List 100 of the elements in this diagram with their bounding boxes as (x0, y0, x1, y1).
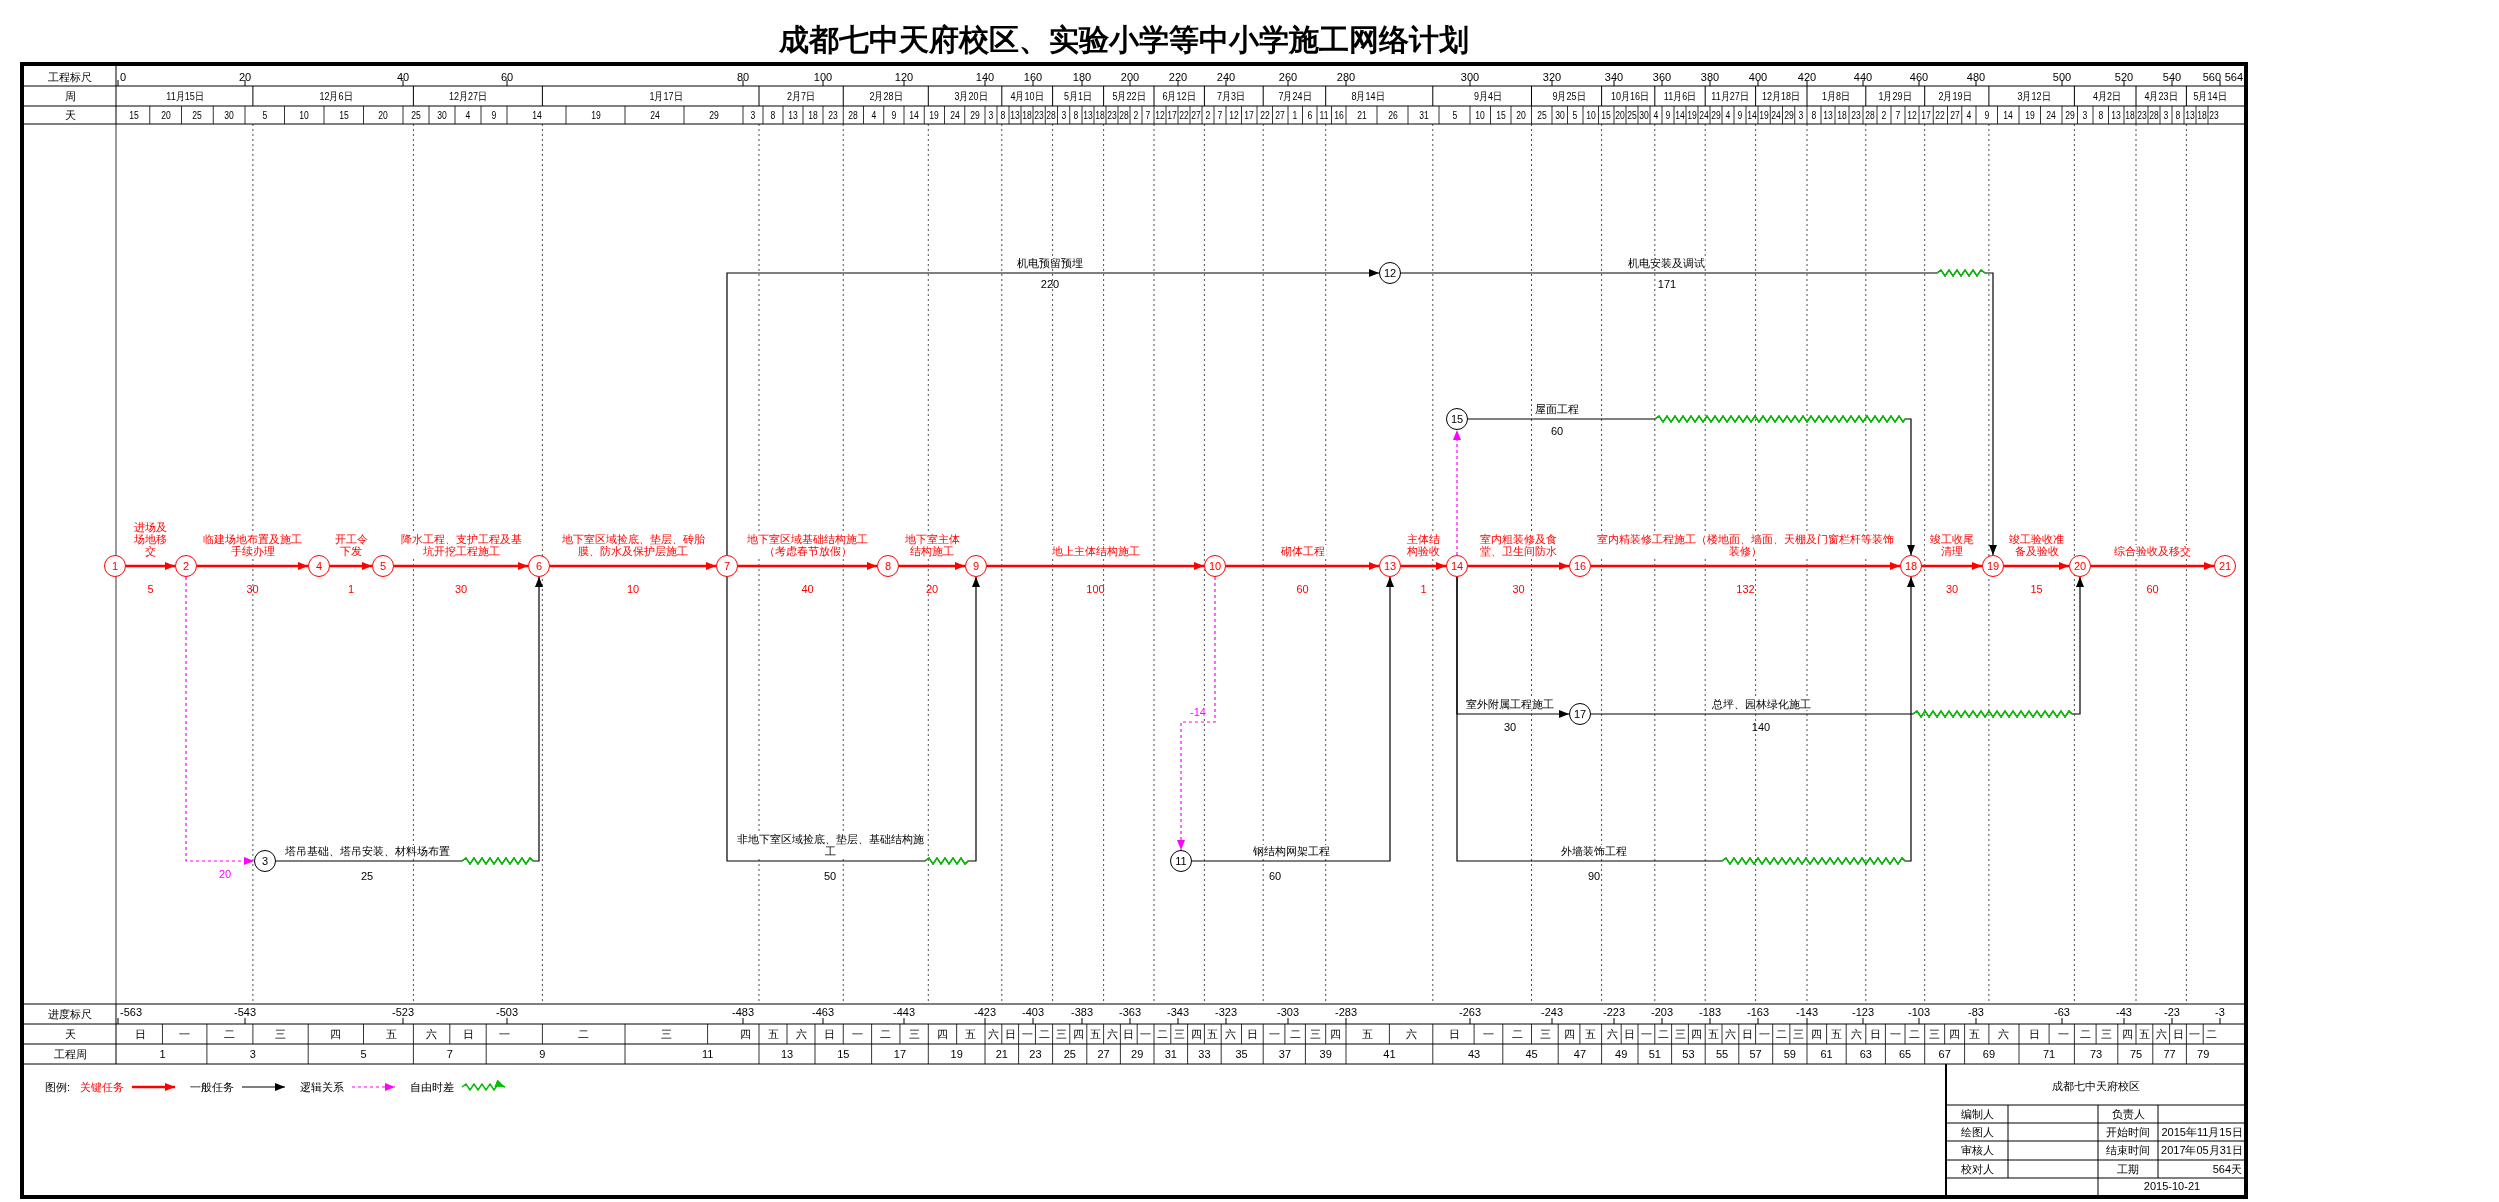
day-number: 4 (871, 108, 876, 122)
day-number: 3 (750, 108, 756, 122)
day-number: 23 (1034, 108, 1044, 122)
day-number: 3 (2082, 108, 2088, 122)
week-number: 73 (2089, 1047, 2103, 1061)
day-number: 7 (1217, 108, 1223, 122)
week-date: 9月4日 (1474, 89, 1503, 103)
week-number: 65 (1898, 1047, 1912, 1061)
weekday-label: 六 (1106, 1027, 1118, 1041)
event-circle: 19 (1982, 555, 2004, 577)
table-text: 开始时间 (2106, 1125, 2150, 1139)
scale-number: -63 (2054, 1005, 2070, 1019)
arrow (1191, 576, 1394, 862)
day-number: 24 (1699, 108, 1709, 122)
row-heading: 天 (64, 108, 76, 122)
weekday-label: 二 (578, 1027, 590, 1041)
day-number: 18 (1095, 108, 1105, 122)
table-text: 编制人 (1960, 1107, 1994, 1121)
day-number: 4 (1725, 108, 1731, 122)
week-date: 5月14日 (2193, 89, 2227, 103)
week-number: 57 (1749, 1047, 1762, 1061)
arrow (330, 562, 372, 570)
weekday-label: 五 (1089, 1027, 1101, 1041)
day-number: 29 (708, 108, 719, 122)
duration-label: 100 (1086, 582, 1105, 596)
duration-label: 30 (1503, 720, 1517, 734)
day-number: 9 (491, 108, 497, 122)
day-number: 8 (770, 108, 776, 122)
day-number: 17 (1167, 108, 1177, 122)
day-number: 6 (1307, 108, 1313, 122)
weekday-label: 一 (1482, 1027, 1494, 1041)
duration-label: 60 (1268, 869, 1282, 883)
scale-number: -363 (1119, 1005, 1141, 1019)
week-number: 79 (2197, 1047, 2210, 1061)
week-date: 11月27日 (1711, 89, 1750, 103)
scale-number: -543 (234, 1005, 256, 1019)
day-number: 28 (1046, 108, 1057, 122)
arrow (126, 562, 175, 570)
weekday-label: 日 (823, 1027, 835, 1041)
week-number: 69 (1982, 1047, 1995, 1061)
week-date: 12月27日 (448, 89, 488, 103)
day-number: 4 (1653, 108, 1659, 122)
weekday-label: 日 (2028, 1027, 2040, 1041)
event-circle: 8 (877, 555, 899, 577)
weekday-label: 三 (660, 1027, 672, 1041)
week-number: 45 (1525, 1047, 1538, 1061)
scale-number: 564 (2224, 70, 2243, 84)
weekday-label: 五 (767, 1027, 779, 1041)
day-number: 3 (988, 108, 994, 122)
task-label: 屋面工程 (1534, 403, 1580, 415)
arrow (726, 269, 1380, 556)
day-number: 28 (1865, 108, 1875, 122)
day-number: 2 (1133, 108, 1139, 122)
day-number: 23 (2209, 108, 2219, 122)
event-circle: 11 (1170, 850, 1192, 872)
event-circle: 10 (1204, 555, 1226, 577)
scale-number: -223 (1603, 1005, 1625, 1019)
arrow (899, 562, 965, 570)
week-date: 2月7日 (786, 89, 816, 103)
day-number: 9 (1984, 108, 1990, 122)
scale-number: 40 (396, 70, 410, 84)
week-number: 33 (1198, 1047, 1211, 1061)
task-label: 外墙装饰工程 (1560, 845, 1628, 857)
scale-number: 220 (1168, 70, 1188, 84)
day-number: 7 (1895, 108, 1901, 122)
arrow (738, 562, 877, 570)
week-number: 55 (1715, 1047, 1729, 1061)
day-number: 8 (1073, 108, 1079, 122)
duration-label: 50 (823, 869, 837, 883)
scale-number: 200 (1120, 70, 1140, 84)
week-date: 5月1日 (1064, 89, 1093, 103)
event-circle: 4 (308, 555, 330, 577)
event-circle: 5 (372, 555, 394, 577)
day-number: 5 (1452, 108, 1457, 122)
scale-number: 160 (1023, 70, 1043, 84)
weekday-label: 三 (1540, 1027, 1552, 1041)
day-number: 19 (590, 108, 601, 122)
scale-number: 440 (1853, 70, 1873, 84)
table-text: 2015年11月15日 (2161, 1125, 2243, 1139)
scale-number: -163 (1747, 1005, 1769, 1019)
scale-number: -83 (1968, 1005, 1984, 1019)
week-date: 1月17日 (649, 89, 683, 103)
duration-label: 1 (1420, 582, 1427, 596)
weekday-label: 一 (1140, 1027, 1152, 1041)
scale-number: -563 (120, 1005, 143, 1019)
arrow (394, 562, 528, 570)
weekday-label: 日 (1624, 1027, 1636, 1041)
duration-label: 15 (2030, 582, 2043, 596)
weekday-label: 四 (2122, 1027, 2134, 1041)
scale-number: -123 (1852, 1005, 1874, 1019)
weekday-label: 日 (2172, 1027, 2184, 1041)
duration-label: 140 (1751, 720, 1771, 734)
scale-number: -403 (1022, 1005, 1044, 1019)
week-date: 12月18日 (1762, 89, 1801, 103)
day-number: 17 (1244, 108, 1255, 122)
event-circle: 12 (1379, 262, 1401, 284)
week-number: 29 (1131, 1047, 1144, 1061)
legend-label: 一般任务 (190, 1080, 234, 1094)
task-label: 室内精装修工程施工（楼地面、墙面、天棚及门窗栏杆等装饰装修） (1594, 533, 1897, 557)
day-number: 14 (531, 108, 542, 122)
